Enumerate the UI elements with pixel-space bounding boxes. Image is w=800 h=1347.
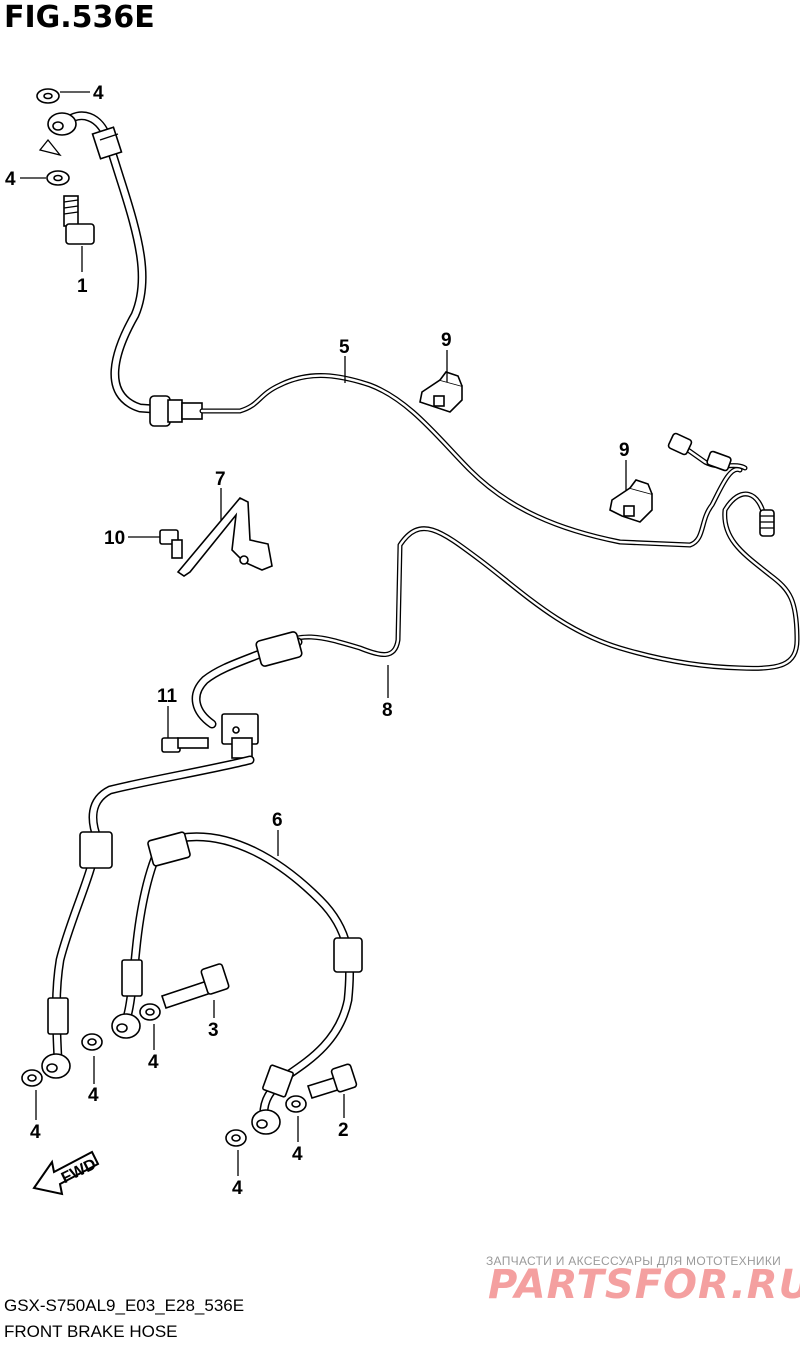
callout-2: 2 — [338, 1120, 349, 1141]
callout-6: 6 — [272, 810, 283, 831]
forward-direction-marker: FWD — [32, 1150, 100, 1196]
callout-9: 9 — [441, 330, 452, 351]
watermark-brand: PARTSFOR.RU — [488, 1262, 800, 1308]
callout-4: 4 — [148, 1052, 159, 1073]
brake-hose-upper — [61, 111, 203, 427]
banjo-bolt-3 — [160, 963, 230, 1010]
callout-labels: 4 4 1 5 9 9 7 10 8 11 6 3 4 4 4 2 4 4 — [5, 83, 630, 1199]
callout-11: 11 — [157, 686, 178, 707]
brake-pipe-lower — [267, 491, 800, 671]
clamp-lower — [609, 479, 653, 523]
model-code: GSX-S750AL9_E03_E28_536E — [4, 1296, 245, 1315]
brake-hose-middle — [161, 631, 303, 759]
callout-9: 9 — [619, 440, 630, 461]
brake-hose-right — [111, 831, 363, 1147]
callout-5: 5 — [339, 337, 350, 358]
callout-4: 4 — [5, 169, 16, 190]
callout-4: 4 — [232, 1178, 243, 1199]
callout-1: 1 — [77, 276, 88, 297]
callout-8: 8 — [382, 700, 393, 721]
brake-pipe — [199, 373, 748, 548]
clamp-upper — [419, 371, 463, 413]
callout-7: 7 — [215, 469, 226, 490]
watermark-tagline: ЗАПЧАСТИ И АКСЕССУАРЫ ДЛЯ МОТОТЕХНИКИ — [486, 1254, 782, 1268]
callout-4: 4 — [292, 1144, 303, 1165]
callout-4: 4 — [93, 83, 104, 104]
callout-3: 3 — [208, 1020, 219, 1041]
hose-bracket — [159, 497, 273, 577]
banjo-bolt-top — [36, 88, 95, 272]
callout-4: 4 — [88, 1085, 99, 1106]
figure-description: FRONT BRAKE HOSE — [4, 1322, 178, 1341]
brake-hose-left — [21, 755, 255, 1087]
banjo-bolt-2 — [306, 1063, 358, 1099]
figure-title: FIG.536E — [4, 0, 155, 35]
callout-4: 4 — [30, 1122, 41, 1143]
callout-10: 10 — [104, 528, 125, 549]
leader-lines — [20, 91, 627, 1176]
